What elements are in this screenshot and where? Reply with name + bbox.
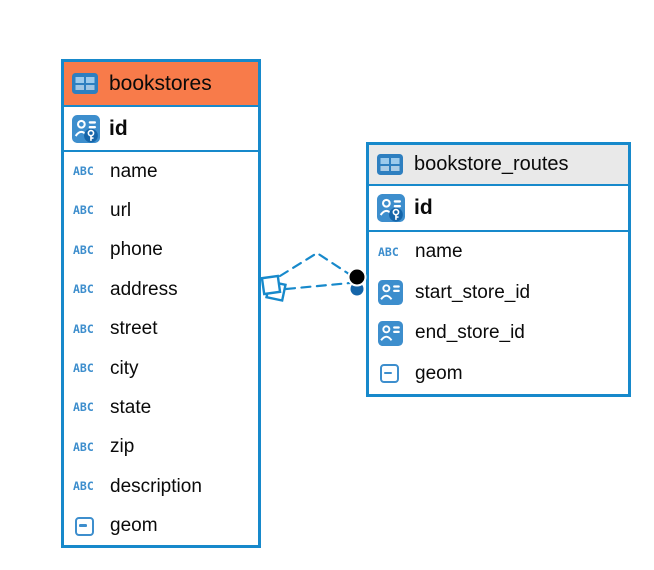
table-routes-header[interactable]: bookstore_routes [369, 145, 628, 186]
text-type-icon: ABC [73, 439, 94, 454]
text-type-icon: ABC [73, 163, 94, 178]
column-row-start-store-id[interactable]: start_store_id [369, 273, 628, 314]
table-name: bookstores [109, 71, 212, 95]
column-row-zip[interactable]: ABC zip [64, 428, 258, 467]
text-type-icon: ABC [73, 242, 94, 257]
column-row-name[interactable]: ABC name [369, 232, 628, 273]
column-name: phone [110, 239, 163, 261]
reference-type-icon [378, 280, 407, 306]
text-type-icon: ABC [73, 282, 94, 297]
column-name: end_store_id [415, 322, 525, 344]
table-icon [377, 154, 406, 175]
column-row-geom[interactable]: geom [369, 354, 628, 395]
column-row-description[interactable]: ABC description [64, 467, 258, 506]
table-bookstores[interactable]: bookstores id ABC name [61, 59, 261, 548]
column-name: url [110, 200, 132, 222]
pk-name: id [414, 196, 433, 219]
column-name: name [415, 241, 463, 263]
column-name: city [110, 357, 139, 379]
relationship-endpoint-dot-secondary[interactable] [350, 282, 364, 296]
column-name: name [110, 160, 158, 182]
column-row-city[interactable]: ABC city [64, 349, 258, 388]
text-type-icon: ABC [378, 244, 399, 259]
geometry-type-icon [378, 364, 407, 384]
column-name: geom [110, 515, 158, 537]
column-name: geom [415, 362, 463, 384]
geometry-type-icon [73, 516, 102, 536]
column-row-name[interactable]: ABC name [64, 152, 258, 191]
column-row-state[interactable]: ABC state [64, 388, 258, 427]
column-row-phone[interactable]: ABC phone [64, 231, 258, 270]
text-type-icon: ABC [73, 203, 94, 218]
text-type-icon: ABC [73, 360, 94, 375]
pk-row-id[interactable]: id [369, 186, 628, 232]
column-row-url[interactable]: ABC url [64, 191, 258, 230]
text-type-icon: ABC [73, 479, 94, 494]
primary-key-icon [72, 114, 101, 143]
column-name: start_store_id [415, 281, 531, 303]
relationship-bookstores-to-routes[interactable] [260, 251, 367, 302]
column-name: description [110, 475, 202, 497]
table-bookstores-header[interactable]: bookstores [64, 62, 258, 107]
text-type-icon: ABC [73, 400, 94, 415]
column-name: zip [110, 436, 135, 458]
column-name: street [110, 318, 158, 340]
table-icon [72, 73, 101, 94]
column-name: state [110, 397, 152, 419]
pk-name: id [109, 116, 128, 140]
primary-key-icon [377, 194, 406, 222]
relationship-dashed-line-1[interactable] [278, 251, 354, 278]
table-name: bookstore_routes [414, 153, 569, 175]
relationship-endpoint-dot-primary[interactable] [347, 267, 367, 287]
column-name: address [110, 278, 178, 300]
relationship-dashed-line-2[interactable] [284, 281, 352, 291]
relationship-source-marker[interactable] [260, 274, 287, 302]
column-row-geom[interactable]: geom [64, 507, 258, 546]
column-row-street[interactable]: ABC street [64, 310, 258, 349]
table-bookstore-routes[interactable]: bookstore_routes id ABC name [366, 142, 631, 397]
pk-row-id[interactable]: id [64, 107, 258, 152]
reference-type-icon [378, 320, 407, 346]
column-row-end-store-id[interactable]: end_store_id [369, 313, 628, 354]
column-row-address[interactable]: ABC address [64, 270, 258, 309]
text-type-icon: ABC [73, 321, 94, 336]
